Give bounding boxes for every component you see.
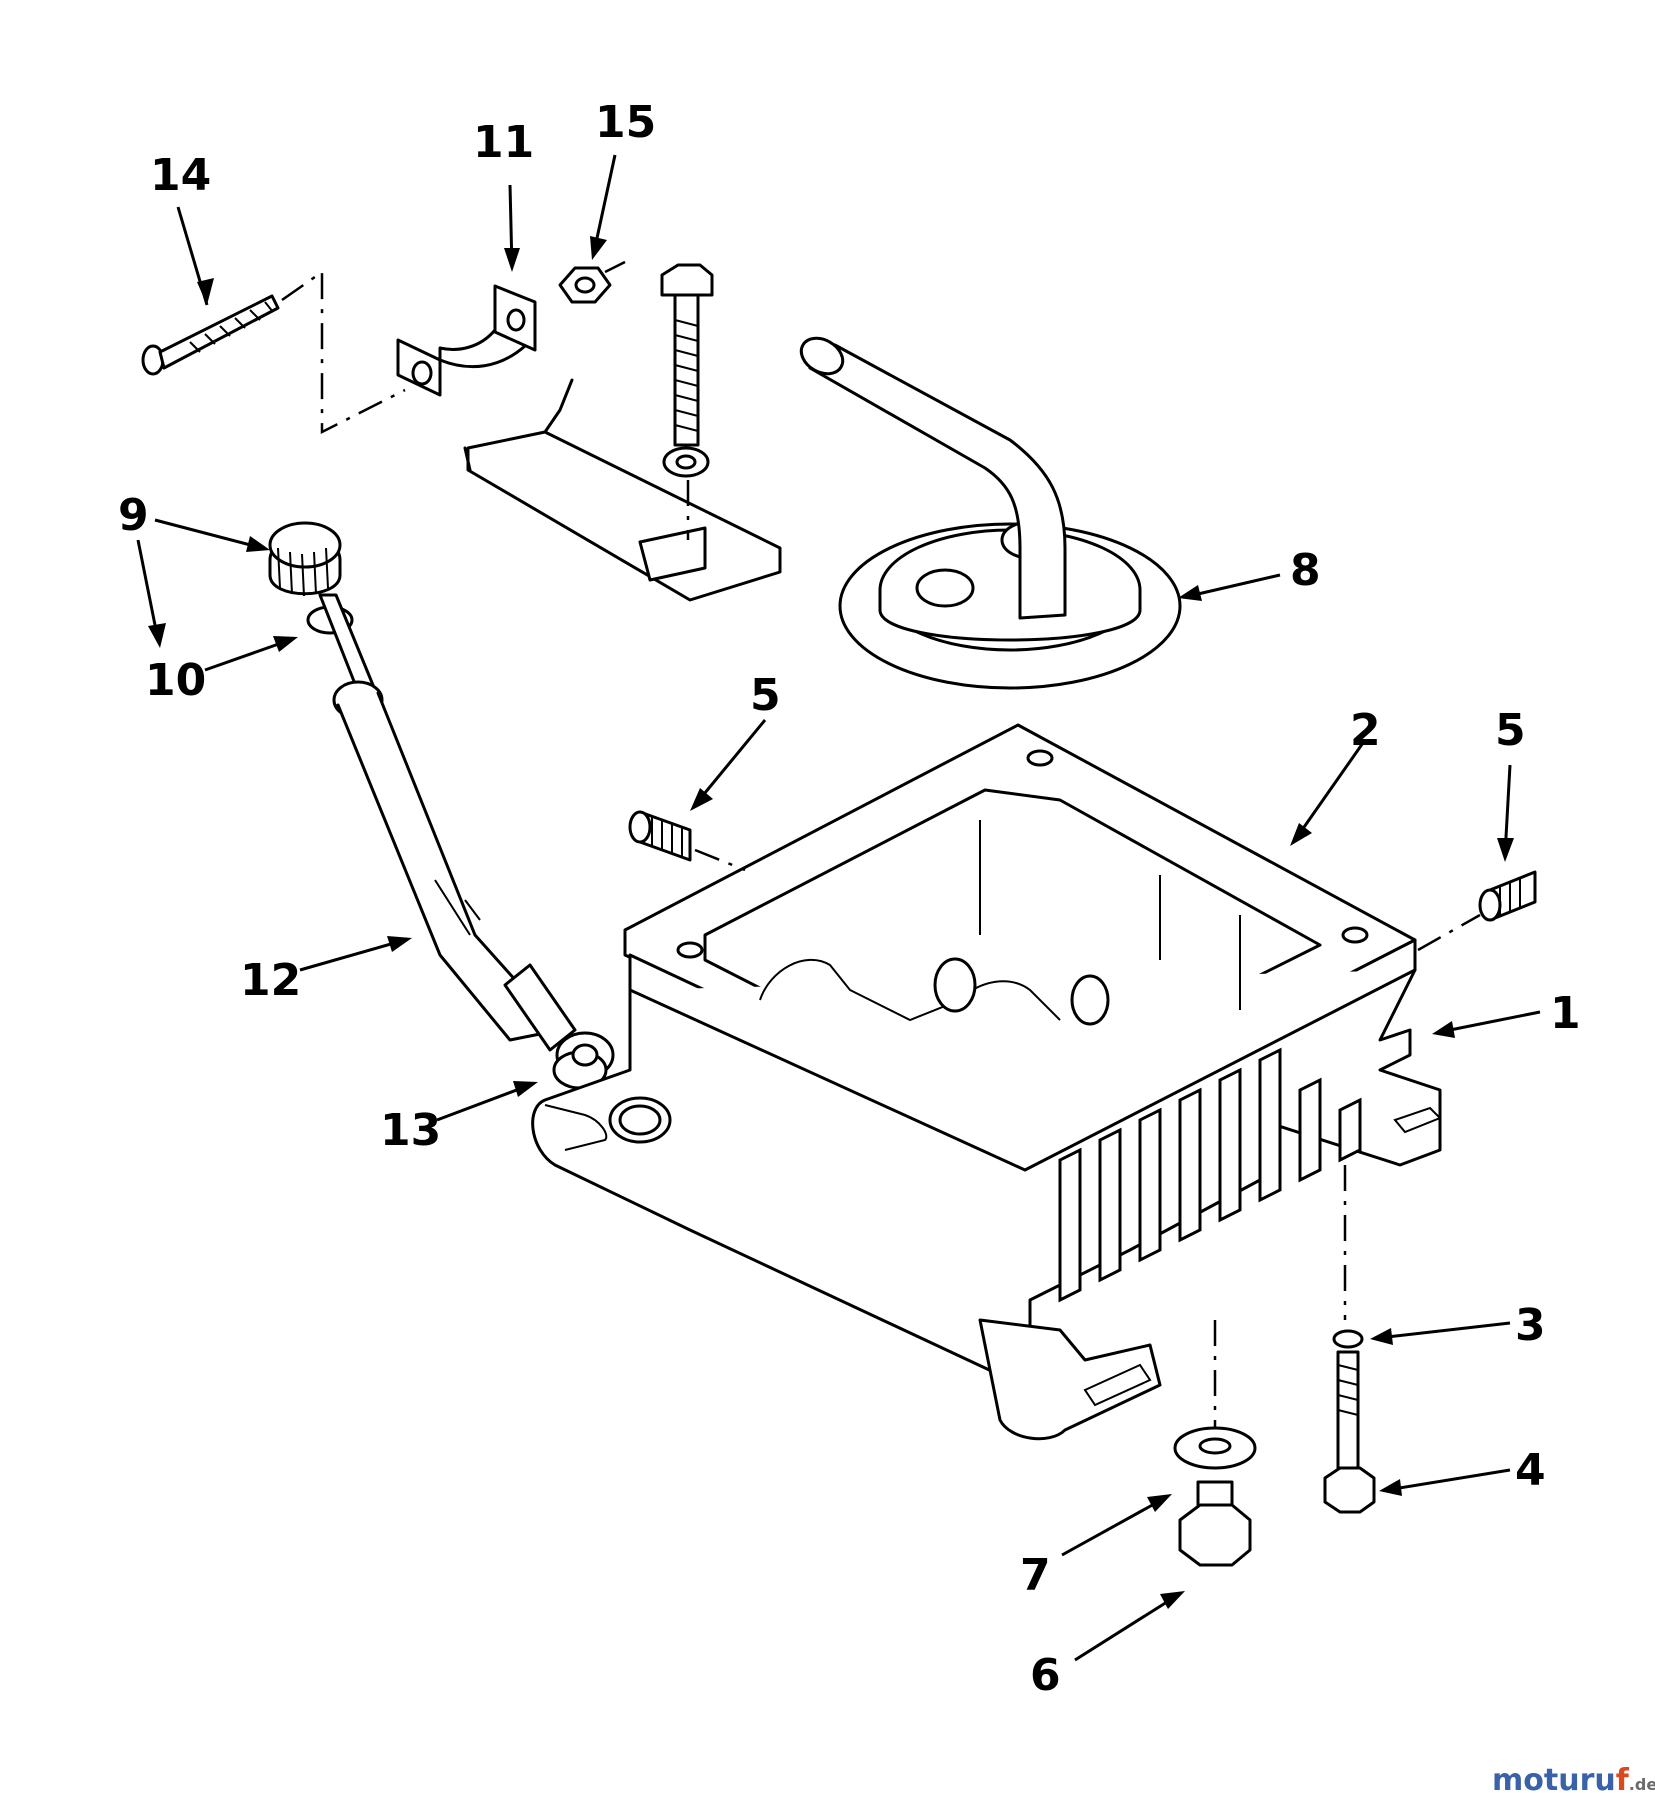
callout-14: 14	[150, 150, 211, 201]
dipstick-tube-part-12	[332, 680, 577, 1052]
assembly-line-5-right	[1417, 913, 1481, 952]
screw-part-14	[141, 294, 280, 376]
nut-part-15	[558, 266, 612, 304]
drain-plug-part-6	[1178, 1480, 1252, 1567]
leader-lines	[136, 154, 1541, 1662]
assembly-line-14	[281, 269, 406, 435]
callout-4: 4	[1515, 1445, 1546, 1496]
callout-11: 11	[473, 117, 534, 168]
callout-7: 7	[1020, 1550, 1051, 1601]
cover-part-8	[799, 336, 1182, 690]
callout-1: 1	[1550, 988, 1581, 1039]
callout-9: 9	[118, 490, 149, 541]
plug-part-5-left	[628, 810, 692, 862]
callout-6: 6	[1030, 1650, 1061, 1701]
callout-13: 13	[380, 1105, 441, 1156]
callout-5-right: 5	[1495, 705, 1526, 756]
callout-5-left: 5	[750, 670, 781, 721]
callout-3: 3	[1515, 1300, 1546, 1351]
callout-8: 8	[1290, 545, 1321, 596]
watermark-logo: moturuf.de	[1492, 1763, 1655, 1798]
dipstick-cap-part-9	[268, 521, 342, 597]
bolt-bracket	[660, 263, 714, 478]
washer-part-7	[1173, 1426, 1257, 1470]
callout-2: 2	[1350, 705, 1381, 756]
callout-15: 15	[595, 97, 656, 148]
assembly-line-5-left	[694, 848, 746, 872]
crankcase-part-1	[531, 820, 1442, 1441]
dipstick-rod	[318, 593, 377, 696]
plug-part-5-right	[1478, 870, 1537, 922]
assembly-line-15	[604, 260, 626, 274]
svg-text:moturuf.de: moturuf.de	[1492, 1763, 1655, 1798]
callout-12: 12	[240, 955, 301, 1006]
lock-washer-part-3	[1332, 1329, 1364, 1349]
callout-10: 10	[145, 655, 206, 706]
bracket-part-11	[396, 284, 782, 602]
bolt-part-4	[1323, 1350, 1376, 1514]
